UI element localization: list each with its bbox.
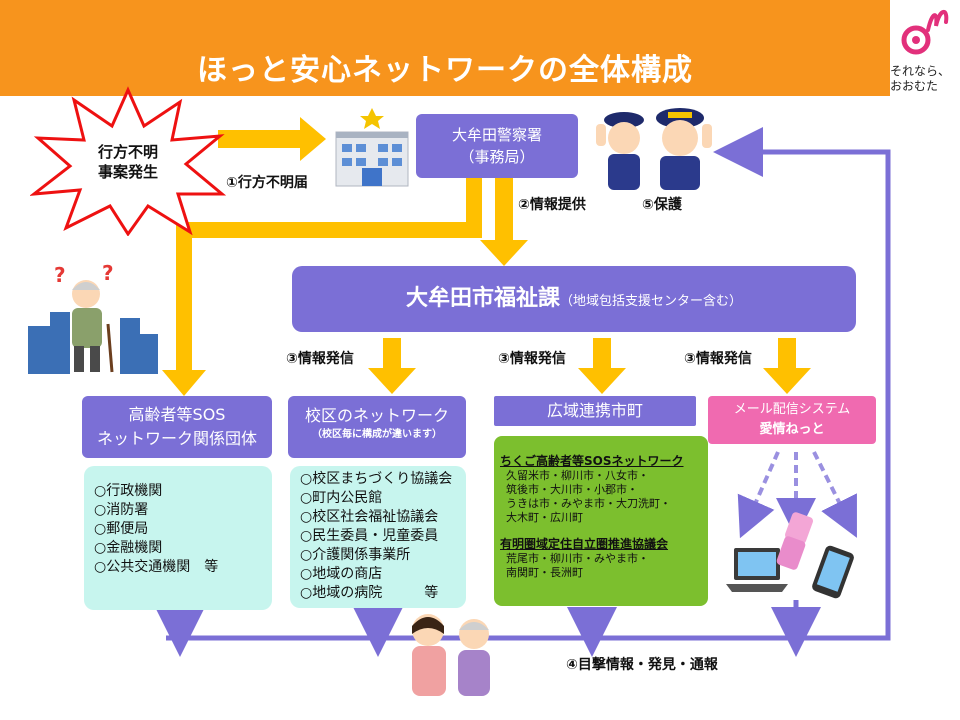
logo [892,0,960,100]
welfare-main: 大牟田市福祉課 [405,286,560,311]
school-network-list: ○校区まちづくり協議会 ○町内公民館 ○校区社会福祉協議会 ○民生委員・児童委員… [290,466,466,608]
regional-group1-title: ちくご高齢者等SOSネットワーク [500,454,684,468]
regional-group1: 久留米市・柳川市・八女市・ 筑後市・大川市・小郡市・ うきは市・みやま市・大刀洗… [500,469,708,525]
step3-label-school: ③情報発信 [286,351,354,367]
list-item: ○校区まちづくり協議会 [300,471,453,487]
arrow-welfare-to-mail [763,338,811,394]
step4-label: ④目撃情報・発見・通報 [566,657,718,673]
school-network-header: 校区のネットワーク （校区毎に構成が違います） [288,396,466,458]
sos-org-list: ○行政機関 ○消防署 ○郵便局 ○金融機関 ○公共交通機関 等 [84,466,272,610]
school-line2: （校区毎に構成が違います） [312,429,442,440]
list-item: 久留米市・柳川市・八女市・ [506,469,649,482]
logo-text-line2: おおむた [890,79,939,93]
broadcast-arrows [737,451,857,539]
list-item: ○校区社会福祉協議会 [300,509,439,525]
step2-label: ②情報提供 [518,197,586,213]
list-item: ○地域の商店 [300,566,383,582]
incident-burst [29,86,227,237]
police-line1: 大牟田警察署 [451,126,542,144]
list-item: ○行政機関 [94,483,163,499]
police-line2: （事務局） [459,148,535,166]
regional-header: 広域連携市町 [494,396,696,426]
flip-phone-icon [776,512,813,570]
regional-group2: 荒尾市・柳川市・みやま市・ 南関町・長洲町 [500,552,708,580]
school-line1: 校区のネットワーク [304,406,449,425]
mail-system-box: メール配信システム 愛情ねっと [708,396,876,444]
list-item: 南関町・長洲町 [506,566,583,579]
list-item: 荒尾市・柳川市・みやま市・ [506,552,649,565]
step1-label: ①行方不明届 [226,175,308,191]
list-item: ○消防署 [94,502,149,518]
mail-line1: メール配信システム [733,402,851,417]
police-box: 大牟田警察署 （事務局） [416,114,578,178]
smartphone-icon [812,545,854,599]
list-item: ○民生委員・児童委員 [300,528,439,544]
incident-text: 行方不明 事案発生 [78,142,178,182]
list-item: ○地域の病院 等 [300,585,439,601]
list-item: 筑後市・大川市・小郡市・ [506,483,638,496]
incident-line2: 事案発生 [97,163,158,181]
regional-list: ちくご高齢者等SOSネットワーク 久留米市・柳川市・八女市・ 筑後市・大川市・小… [494,436,708,606]
mail-line2: 愛情ねっと [759,422,825,437]
lost-elderly-icon: ? ? [28,261,158,374]
sos-org-line1: 高齢者等SOS [128,405,226,424]
welfare-sub: （地域包括支援センター含む） [560,294,743,309]
arrow-police-to-sos [162,178,482,396]
svg-text:?: ? [102,262,114,285]
list-item: 大木町・広川町 [506,511,583,524]
incident-line1: 行方不明 [97,143,158,161]
sos-org-header: 高齢者等SOS ネットワーク関係団体 [82,396,272,458]
title-bar [0,0,890,96]
police-building-icon [330,104,414,188]
arrow-police-to-welfare [480,178,528,266]
feedback-lines [155,127,891,657]
page-title: ほっと安心ネットワークの全体構成 [197,53,693,88]
step3-label-regional: ③情報発信 [498,351,566,367]
arrow-incident-to-police [218,117,326,161]
citizens-icon [396,606,506,696]
welfare-box: 大牟田市福祉課（地域包括支援センター含む） [292,266,856,332]
list-item: ○町内公民館 [300,490,383,506]
regional-group2-title: 有明圏域定住自立圏推進協議会 [500,537,669,551]
police-officers-icon [594,104,718,192]
arrow-welfare-to-school [368,338,416,394]
svg-text:?: ? [54,263,66,287]
step5-label: ⑤保護 [642,197,682,213]
starburst-icon [29,86,227,237]
devices-illustration [720,508,870,600]
laptop-icon [726,548,788,592]
sos-org-line2: ネットワーク関係団体 [96,429,257,448]
list-item: ○公共交通機関 等 [94,559,219,575]
step3-label-mail: ③情報発信 [684,351,752,367]
list-item: うきは市・みやま市・大刀洗町・ [506,497,671,510]
list-item: ○介護関係事業所 [300,547,411,563]
logo-text-line1: それなら、 [890,64,951,78]
list-item: ○金融機関 [94,540,163,556]
arrow-welfare-to-regional [578,338,626,394]
logo-text: それなら、 おおむた [890,64,960,94]
list-item: ○郵便局 [94,521,149,537]
logo-mark-icon [901,10,949,55]
